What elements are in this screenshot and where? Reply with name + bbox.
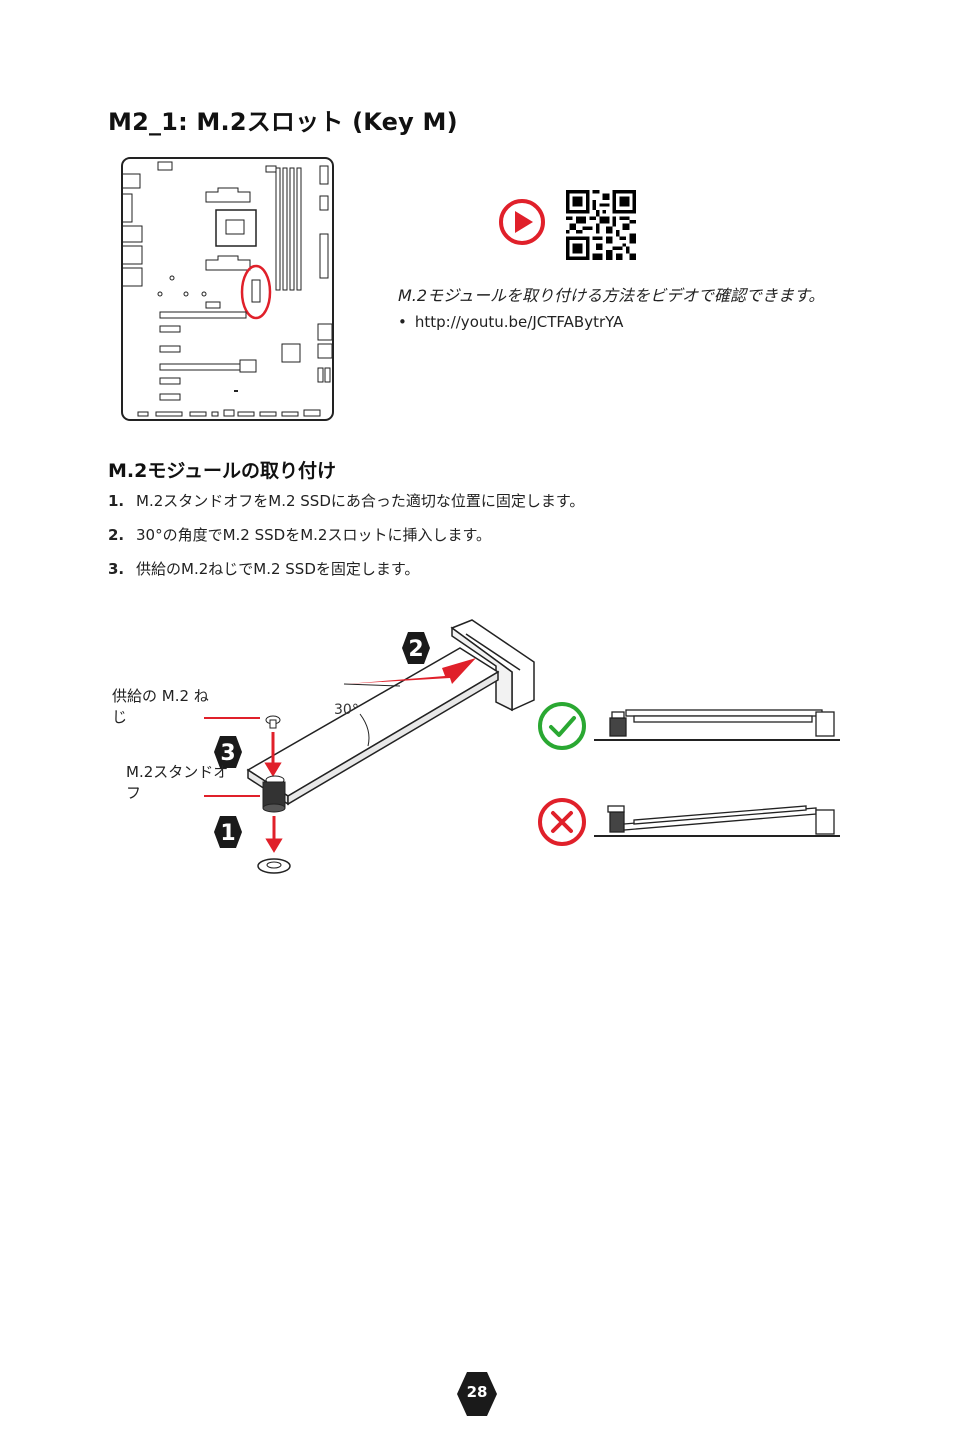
correct-side-view (594, 709, 840, 741)
wrong-side-view (594, 805, 840, 837)
motherboard-diagram (121, 157, 334, 421)
x-circle-icon (538, 798, 586, 846)
page-number: 28 (466, 1383, 488, 1401)
m2-install-diagram: 2 3 1 (204, 619, 840, 874)
standoff-label: M.2スタンドオフ (126, 763, 229, 802)
step-badge-1: 1 (214, 816, 242, 848)
section-title: M.2モジュールの取り付け (108, 460, 337, 482)
step-item: 2. 30°の角度でM.2 SSDをM.2スロットに挿入します。 (108, 524, 584, 558)
svg-text:3: 3 (220, 741, 235, 766)
video-link-item: • http://youtu.be/JCTFABytrYA (398, 313, 623, 331)
screw (265, 715, 281, 729)
step-number: 2. (108, 526, 125, 544)
video-link[interactable]: http://youtu.be/JCTFABytrYA (414, 313, 624, 331)
page-badge (457, 1372, 497, 1416)
step-item: 1. M.2スタンドオフをM.2 SSDにあ合った適切な位置に固定します。 (108, 490, 584, 524)
m2-slot (450, 619, 535, 712)
svg-text:2: 2 (408, 637, 423, 662)
angle-label: 30° (334, 702, 359, 718)
svg-text:1: 1 (220, 821, 235, 846)
step-text: 供給のM.2ねじでM.2 SSDを固定します。 (136, 560, 420, 578)
check-circle-icon (538, 702, 586, 750)
step-text: 30°の角度でM.2 SSDをM.2スロットに挿入します。 (136, 526, 491, 544)
install-steps: 1. M.2スタンドオフをM.2 SSDにあ合った適切な位置に固定します。 2. 3… (108, 490, 584, 592)
standoff (262, 775, 286, 813)
video-caption: M.2モジュールを取り付ける方法をビデオで確認できます。 (398, 286, 825, 305)
bullet: • (398, 313, 407, 331)
screw-label: 供給の M.2 ねじ (112, 687, 209, 726)
step-item: 3. 供給のM.2ねじでM.2 SSDを固定します。 (108, 558, 584, 592)
step-badge-3: 3 (214, 736, 242, 768)
play-icon[interactable] (498, 198, 546, 246)
qr-code-icon[interactable] (566, 190, 636, 260)
step-badge-2: 2 (402, 632, 430, 664)
step-number: 3. (108, 560, 125, 578)
step-number: 1. (108, 492, 125, 510)
step-text: M.2スタンドオフをM.2 SSDにあ合った適切な位置に固定します。 (136, 492, 585, 510)
page-title: M2_1: M.2スロット (Key M) (108, 108, 458, 136)
